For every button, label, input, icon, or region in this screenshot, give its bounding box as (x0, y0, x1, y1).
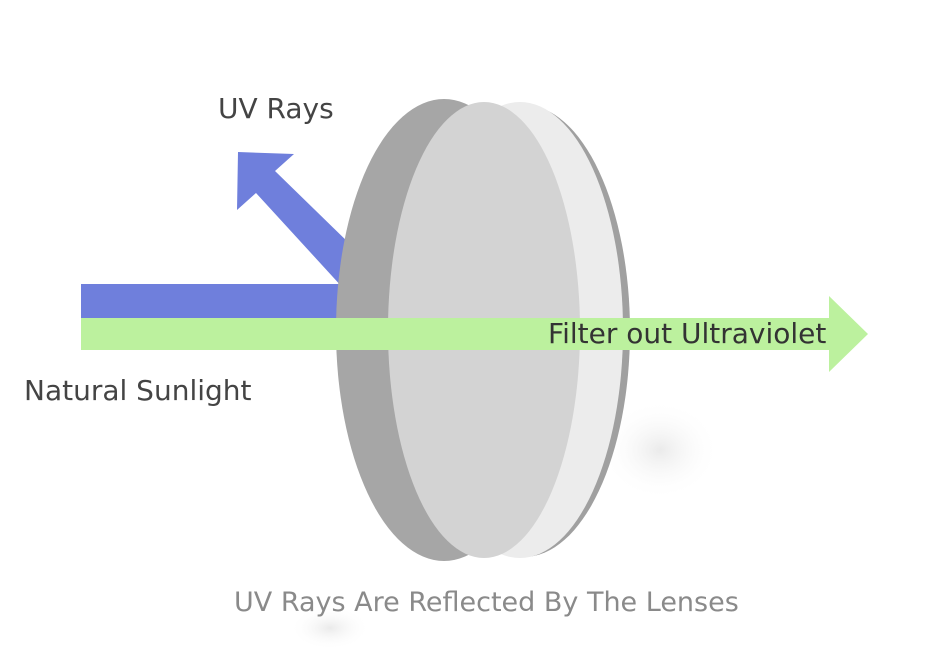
natural-sunlight-label: Natural Sunlight (24, 374, 252, 407)
visible-light-arrow (81, 296, 868, 372)
filter-out-label: Filter out Ultraviolet (548, 317, 827, 350)
caption: UV Rays Are Reflected By The Lenses (234, 587, 739, 618)
uv-rays-label: UV Rays (218, 92, 334, 125)
soft-shadow (290, 606, 370, 650)
soft-shadow (600, 400, 720, 500)
